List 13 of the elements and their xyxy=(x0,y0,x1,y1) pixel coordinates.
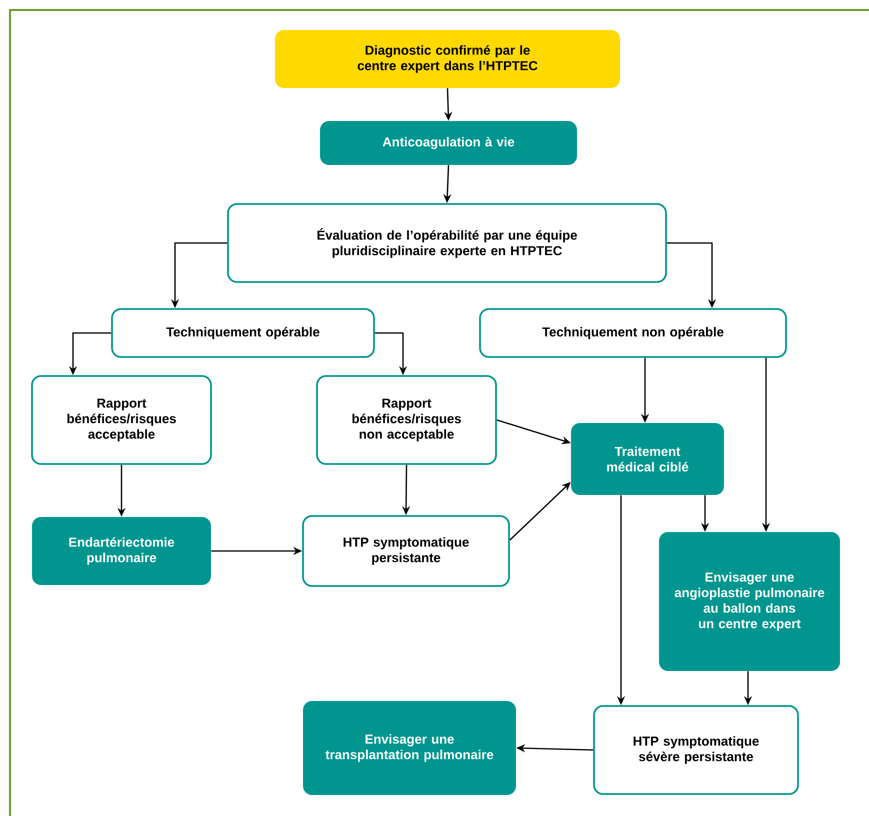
rounded-box: HTP symptomatique persistante xyxy=(302,515,510,587)
rounded-box: Évaluation de l’opérabilité par une équipe pluridisciplinaire experte en HTPTEC xyxy=(227,203,667,283)
rounded-box: Envisager une transplantation pulmonaire xyxy=(303,701,516,795)
rounded-box: Techniquement non opérable xyxy=(479,308,787,358)
rounded-box: HTP symptomatique sévère persistante xyxy=(593,705,799,795)
rounded-box: Diagnostic confirmé par le centre expert dans l’HTPTEC xyxy=(275,30,620,88)
rounded-box: Endartériectomie pulmonaire xyxy=(32,517,211,585)
rounded-box: Anticoagulation à vie xyxy=(320,121,577,165)
rounded-box: Envisager une angioplastie pulmonaire au ballon dans un centre expert xyxy=(659,532,840,671)
rounded-box: Rapport bénéfices/risques acceptable xyxy=(31,375,212,465)
rounded-box: Techniquement opérable xyxy=(111,308,375,358)
rounded-box: Traitement médical ciblé xyxy=(571,423,724,495)
rounded-box: Rapport bénéfices/risques non acceptable xyxy=(316,375,497,465)
